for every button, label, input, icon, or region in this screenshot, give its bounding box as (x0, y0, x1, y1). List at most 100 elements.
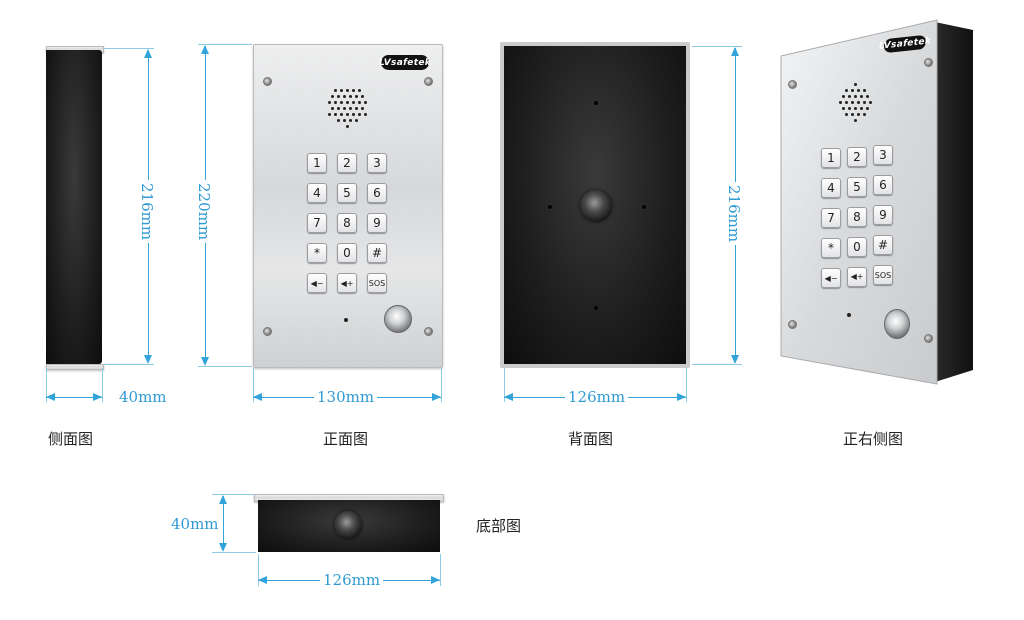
keypad-key[interactable]: 7 (307, 213, 327, 233)
keypad-key[interactable]: 3 (367, 153, 387, 173)
speaker-hole (841, 106, 845, 110)
front-height-label: 220mm (195, 180, 213, 244)
back-width-label: 126mm (565, 389, 629, 405)
speaker-hole (363, 112, 367, 116)
speaker-hole (841, 94, 845, 98)
keypad-key[interactable]: 5 (847, 176, 867, 197)
speaker-hole (853, 106, 857, 110)
speaker-hole (348, 118, 352, 122)
keypad-key[interactable]: ◀+ (337, 273, 357, 293)
mount-hole-icon (594, 101, 598, 105)
right-side-view-caption: 正右侧图 (843, 430, 904, 448)
speaker-hole (339, 100, 343, 104)
back-view-caption: 背面图 (568, 430, 614, 448)
speaker-hole (345, 124, 349, 128)
speaker-hole (330, 94, 334, 98)
microphone-hole-icon (344, 318, 348, 322)
brand-logo: LVsafetek (379, 55, 431, 70)
speaker-hole (333, 100, 337, 104)
mount-hole-icon (548, 205, 552, 209)
speaker-hole (856, 112, 860, 116)
call-button[interactable] (884, 309, 910, 339)
speaker-hole (345, 100, 349, 104)
speaker-hole (853, 94, 857, 98)
keypad-key[interactable]: 9 (873, 205, 893, 225)
screw-icon (924, 334, 933, 343)
keypad-key[interactable]: SOS (367, 273, 387, 293)
speaker-hole (847, 94, 851, 98)
speaker-hole (339, 88, 343, 92)
speaker-hole (348, 106, 352, 110)
front-width-label: 130mm (314, 389, 378, 405)
keypad-key[interactable]: # (873, 235, 893, 255)
bottom-height-dimension-line (223, 496, 224, 550)
speaker-hole (354, 94, 358, 98)
speaker-grille-icon (324, 82, 370, 128)
speaker-hole (859, 106, 863, 110)
keypad-key[interactable]: 5 (337, 183, 357, 203)
keypad-key[interactable]: 0 (337, 243, 357, 263)
keypad-key[interactable]: 1 (821, 148, 841, 168)
side-view-body (46, 50, 102, 364)
side-height-label: 216mm (138, 180, 156, 244)
screw-icon (424, 77, 433, 86)
keypad-key[interactable]: ◀− (821, 268, 841, 288)
keypad-key[interactable]: 3 (873, 145, 893, 165)
keypad-key[interactable]: 2 (337, 153, 357, 173)
speaker-grille-icon (835, 80, 875, 124)
keypad-key[interactable]: 8 (847, 206, 867, 227)
keypad-key[interactable]: 9 (367, 213, 387, 233)
speaker-hole (838, 100, 842, 104)
cable-gland-icon (580, 190, 612, 222)
speaker-hole (342, 118, 346, 122)
side-width-label: 40mm (116, 389, 170, 405)
keypad-key[interactable]: ◀− (307, 273, 327, 293)
keypad-key[interactable]: SOS (873, 265, 893, 285)
keypad-key[interactable]: 1 (307, 153, 327, 173)
right-side-body (780, 19, 973, 385)
keypad-key[interactable]: 6 (873, 175, 893, 195)
screw-icon (424, 327, 433, 336)
keypad-key[interactable]: # (367, 243, 387, 263)
speaker-hole (868, 100, 872, 104)
speaker-hole (844, 112, 848, 116)
speaker-hole (336, 118, 340, 122)
speaker-hole (865, 94, 869, 98)
speaker-hole (847, 106, 851, 110)
keypad-key[interactable]: * (821, 238, 841, 258)
screw-icon (263, 327, 272, 336)
speaker-hole (360, 106, 364, 110)
keypad-key[interactable]: 6 (367, 183, 387, 203)
call-button[interactable] (384, 305, 412, 333)
speaker-hole (345, 112, 349, 116)
keypad-key[interactable]: 4 (307, 183, 327, 203)
microphone-hole-icon (847, 313, 851, 317)
speaker-hole (336, 106, 340, 110)
speaker-hole (327, 112, 331, 116)
speaker-hole (856, 88, 860, 92)
keypad-key[interactable]: ◀+ (847, 266, 867, 287)
speaker-hole (345, 88, 349, 92)
keypad-key[interactable]: 2 (847, 146, 867, 167)
cable-gland-icon (334, 511, 362, 539)
speaker-hole (357, 112, 361, 116)
mount-hole-icon (642, 205, 646, 209)
screw-icon (924, 58, 933, 67)
speaker-hole (865, 106, 869, 110)
speaker-hole (351, 100, 355, 104)
speaker-hole (850, 100, 854, 104)
speaker-hole (363, 100, 367, 104)
bottom-width-label: 126mm (320, 572, 384, 588)
speaker-hole (844, 88, 848, 92)
speaker-hole (850, 88, 854, 92)
keypad-key[interactable]: 8 (337, 213, 357, 233)
keypad-key[interactable]: 4 (821, 178, 841, 198)
keypad-key[interactable]: * (307, 243, 327, 263)
keypad-key[interactable]: 7 (821, 208, 841, 228)
speaker-hole (862, 112, 866, 116)
speaker-hole (853, 82, 857, 86)
speaker-hole (357, 100, 361, 104)
speaker-hole (862, 100, 866, 104)
keypad-key[interactable]: 0 (847, 236, 867, 257)
speaker-hole (336, 94, 340, 98)
